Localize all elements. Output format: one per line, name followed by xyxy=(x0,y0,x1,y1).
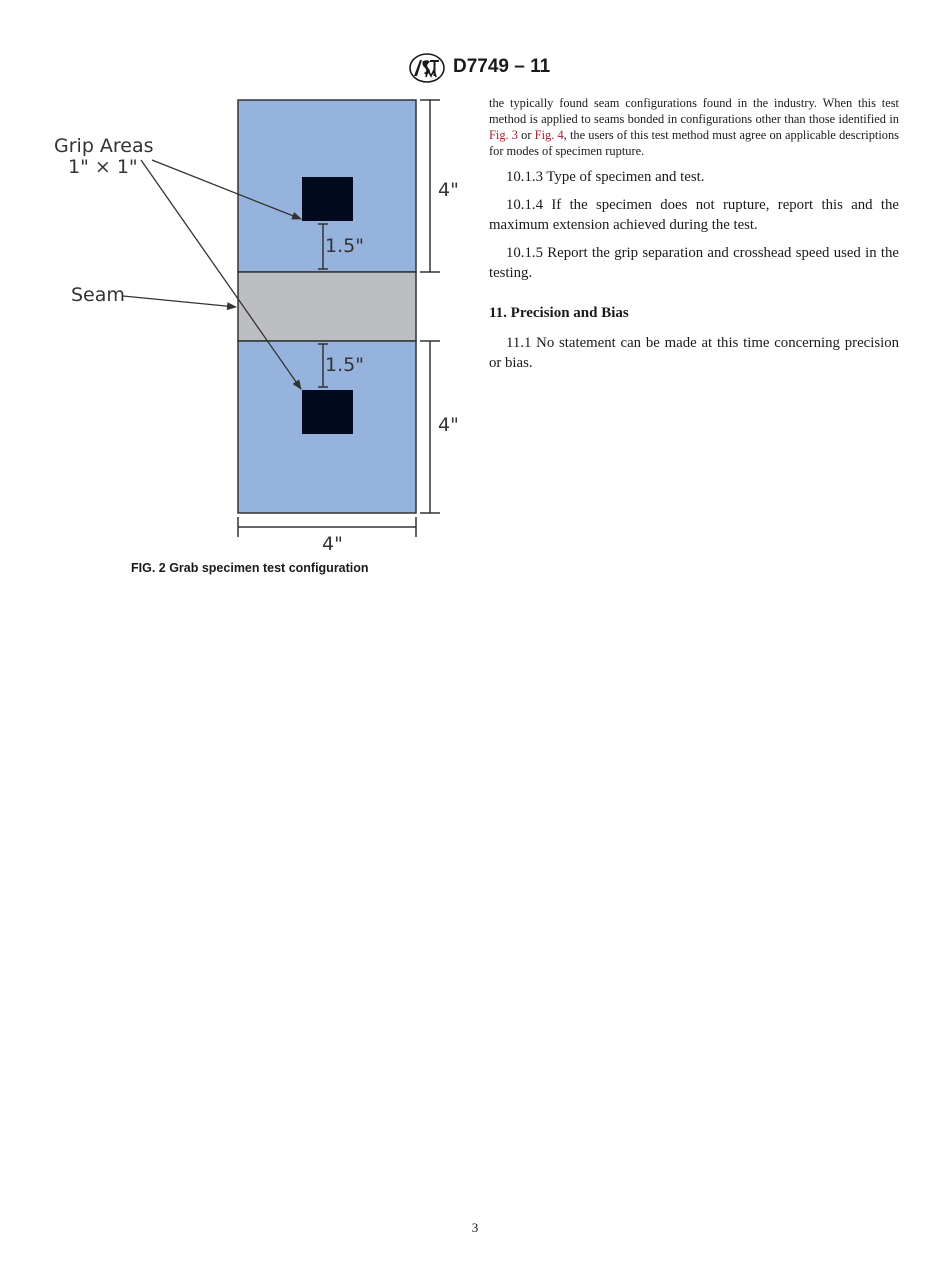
body-text: the typically found seam configurations … xyxy=(489,95,899,373)
upper-gap-dimension xyxy=(318,223,328,270)
upper-gap-label: 1.5" xyxy=(325,235,364,257)
text-run: the typically found seam configurations … xyxy=(489,96,899,126)
seam-leader xyxy=(122,295,237,311)
lower-gap-dimension xyxy=(318,343,328,388)
lower-height-dimension xyxy=(420,340,440,514)
paragraph-continuation: the typically found seam configurations … xyxy=(489,95,899,159)
text-run: or xyxy=(518,128,535,142)
figure-caption: FIG. 2 Grab specimen test configuration xyxy=(131,561,369,575)
paragraph-10-1-5: 10.1.5 Report the grip separation and cr… xyxy=(489,245,899,281)
grip-lower-leader xyxy=(140,159,302,390)
paragraph-10-1-3: 10.1.3 Type of specimen and test. xyxy=(506,169,705,185)
grip-areas-label: Grip Areas xyxy=(54,135,154,157)
figure-2: 1.5" 1.5" 4" 4" 4" Grip Areas 1" × 1" Se… xyxy=(0,0,950,590)
fig-4-link[interactable]: Fig. 4 xyxy=(534,128,564,142)
grip-size-label: 1" × 1" xyxy=(68,156,138,178)
document-id: D7749 – 11 xyxy=(453,56,551,77)
upper-height-dimension xyxy=(420,99,440,273)
astm-logo-icon xyxy=(409,53,445,83)
grip-upper-leader xyxy=(151,159,302,220)
paragraph-11-1: 11.1 No statement can be made at this ti… xyxy=(489,335,899,371)
page-header: D7749 – 11 xyxy=(0,52,950,86)
upper-height-label: 4" xyxy=(438,179,459,201)
lower-grip-area xyxy=(302,390,353,434)
lower-gap-label: 1.5" xyxy=(325,354,364,376)
seam-band xyxy=(237,271,417,342)
fig-3-link[interactable]: Fig. 3 xyxy=(489,128,518,142)
width-label: 4" xyxy=(322,533,343,555)
page-number: 3 xyxy=(471,1220,479,1235)
lower-height-label: 4" xyxy=(438,414,459,436)
grab-specimen-diagram: 1.5" 1.5" 4" 4" 4" Grip Areas 1" × 1" Se… xyxy=(54,99,459,555)
section-heading-11: 11. Precision and Bias xyxy=(489,305,629,321)
paragraph-10-1-4: 10.1.4 If the specimen does not rupture,… xyxy=(489,197,899,233)
text-run: , the users of this test method must agr… xyxy=(489,128,899,158)
seam-label: Seam xyxy=(71,284,125,306)
width-dimension xyxy=(237,517,417,537)
upper-grip-area xyxy=(302,177,353,221)
